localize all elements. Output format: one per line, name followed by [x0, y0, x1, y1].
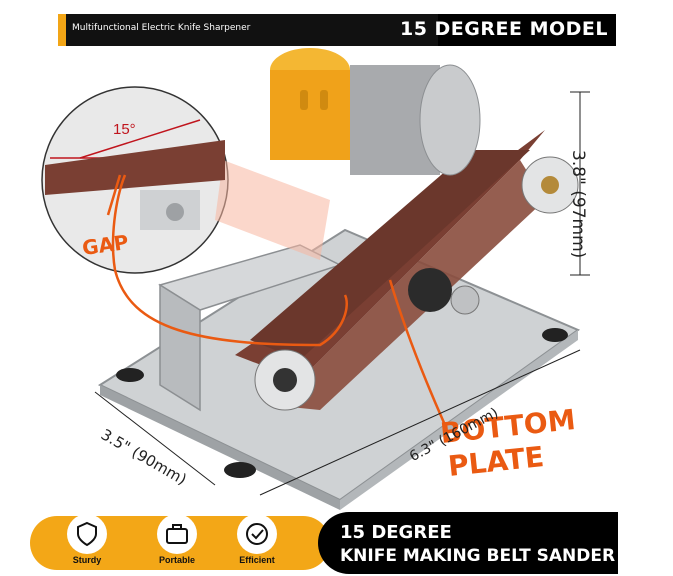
plate-arrow: [388, 279, 447, 426]
header-bar: Multifunctional Electric Knife Sharpener…: [58, 14, 616, 46]
feature-label: Efficient: [239, 555, 275, 565]
gauge-icon: [246, 523, 268, 545]
foot-left: [116, 368, 144, 382]
model-title: 15 DEGREE MODEL: [399, 18, 608, 40]
foot-front: [224, 462, 256, 478]
annotation-line: [111, 174, 348, 347]
header-left: [58, 14, 438, 46]
angle-label: 15°: [113, 121, 136, 138]
footer-title-2: KNIFE MAKING BELT SANDER: [340, 546, 616, 566]
shield-hand-icon: [77, 521, 97, 547]
header-subtitle: Multifunctional Electric Knife Sharpener: [72, 23, 251, 33]
footer-bar: Sturdy Portable Efficient 15 DEGREE KNIF…: [30, 512, 618, 574]
briefcase-icon: [166, 524, 188, 544]
feature-label: Portable: [158, 555, 195, 565]
foot-right: [542, 328, 568, 342]
footer-title-1: 15 DEGREE: [340, 522, 452, 543]
feature-sturdy: Sturdy: [52, 514, 122, 565]
header-right: [438, 14, 616, 46]
feature-label: Sturdy: [72, 555, 102, 565]
height-dimension: 3.8" (97mm): [568, 150, 588, 259]
header-accent: [58, 14, 66, 46]
motor-body: [270, 70, 350, 160]
feature-portable: Portable: [142, 514, 212, 565]
title-panel: [318, 512, 618, 574]
bearing: [408, 268, 452, 312]
feature-efficient: Efficient: [222, 514, 292, 565]
